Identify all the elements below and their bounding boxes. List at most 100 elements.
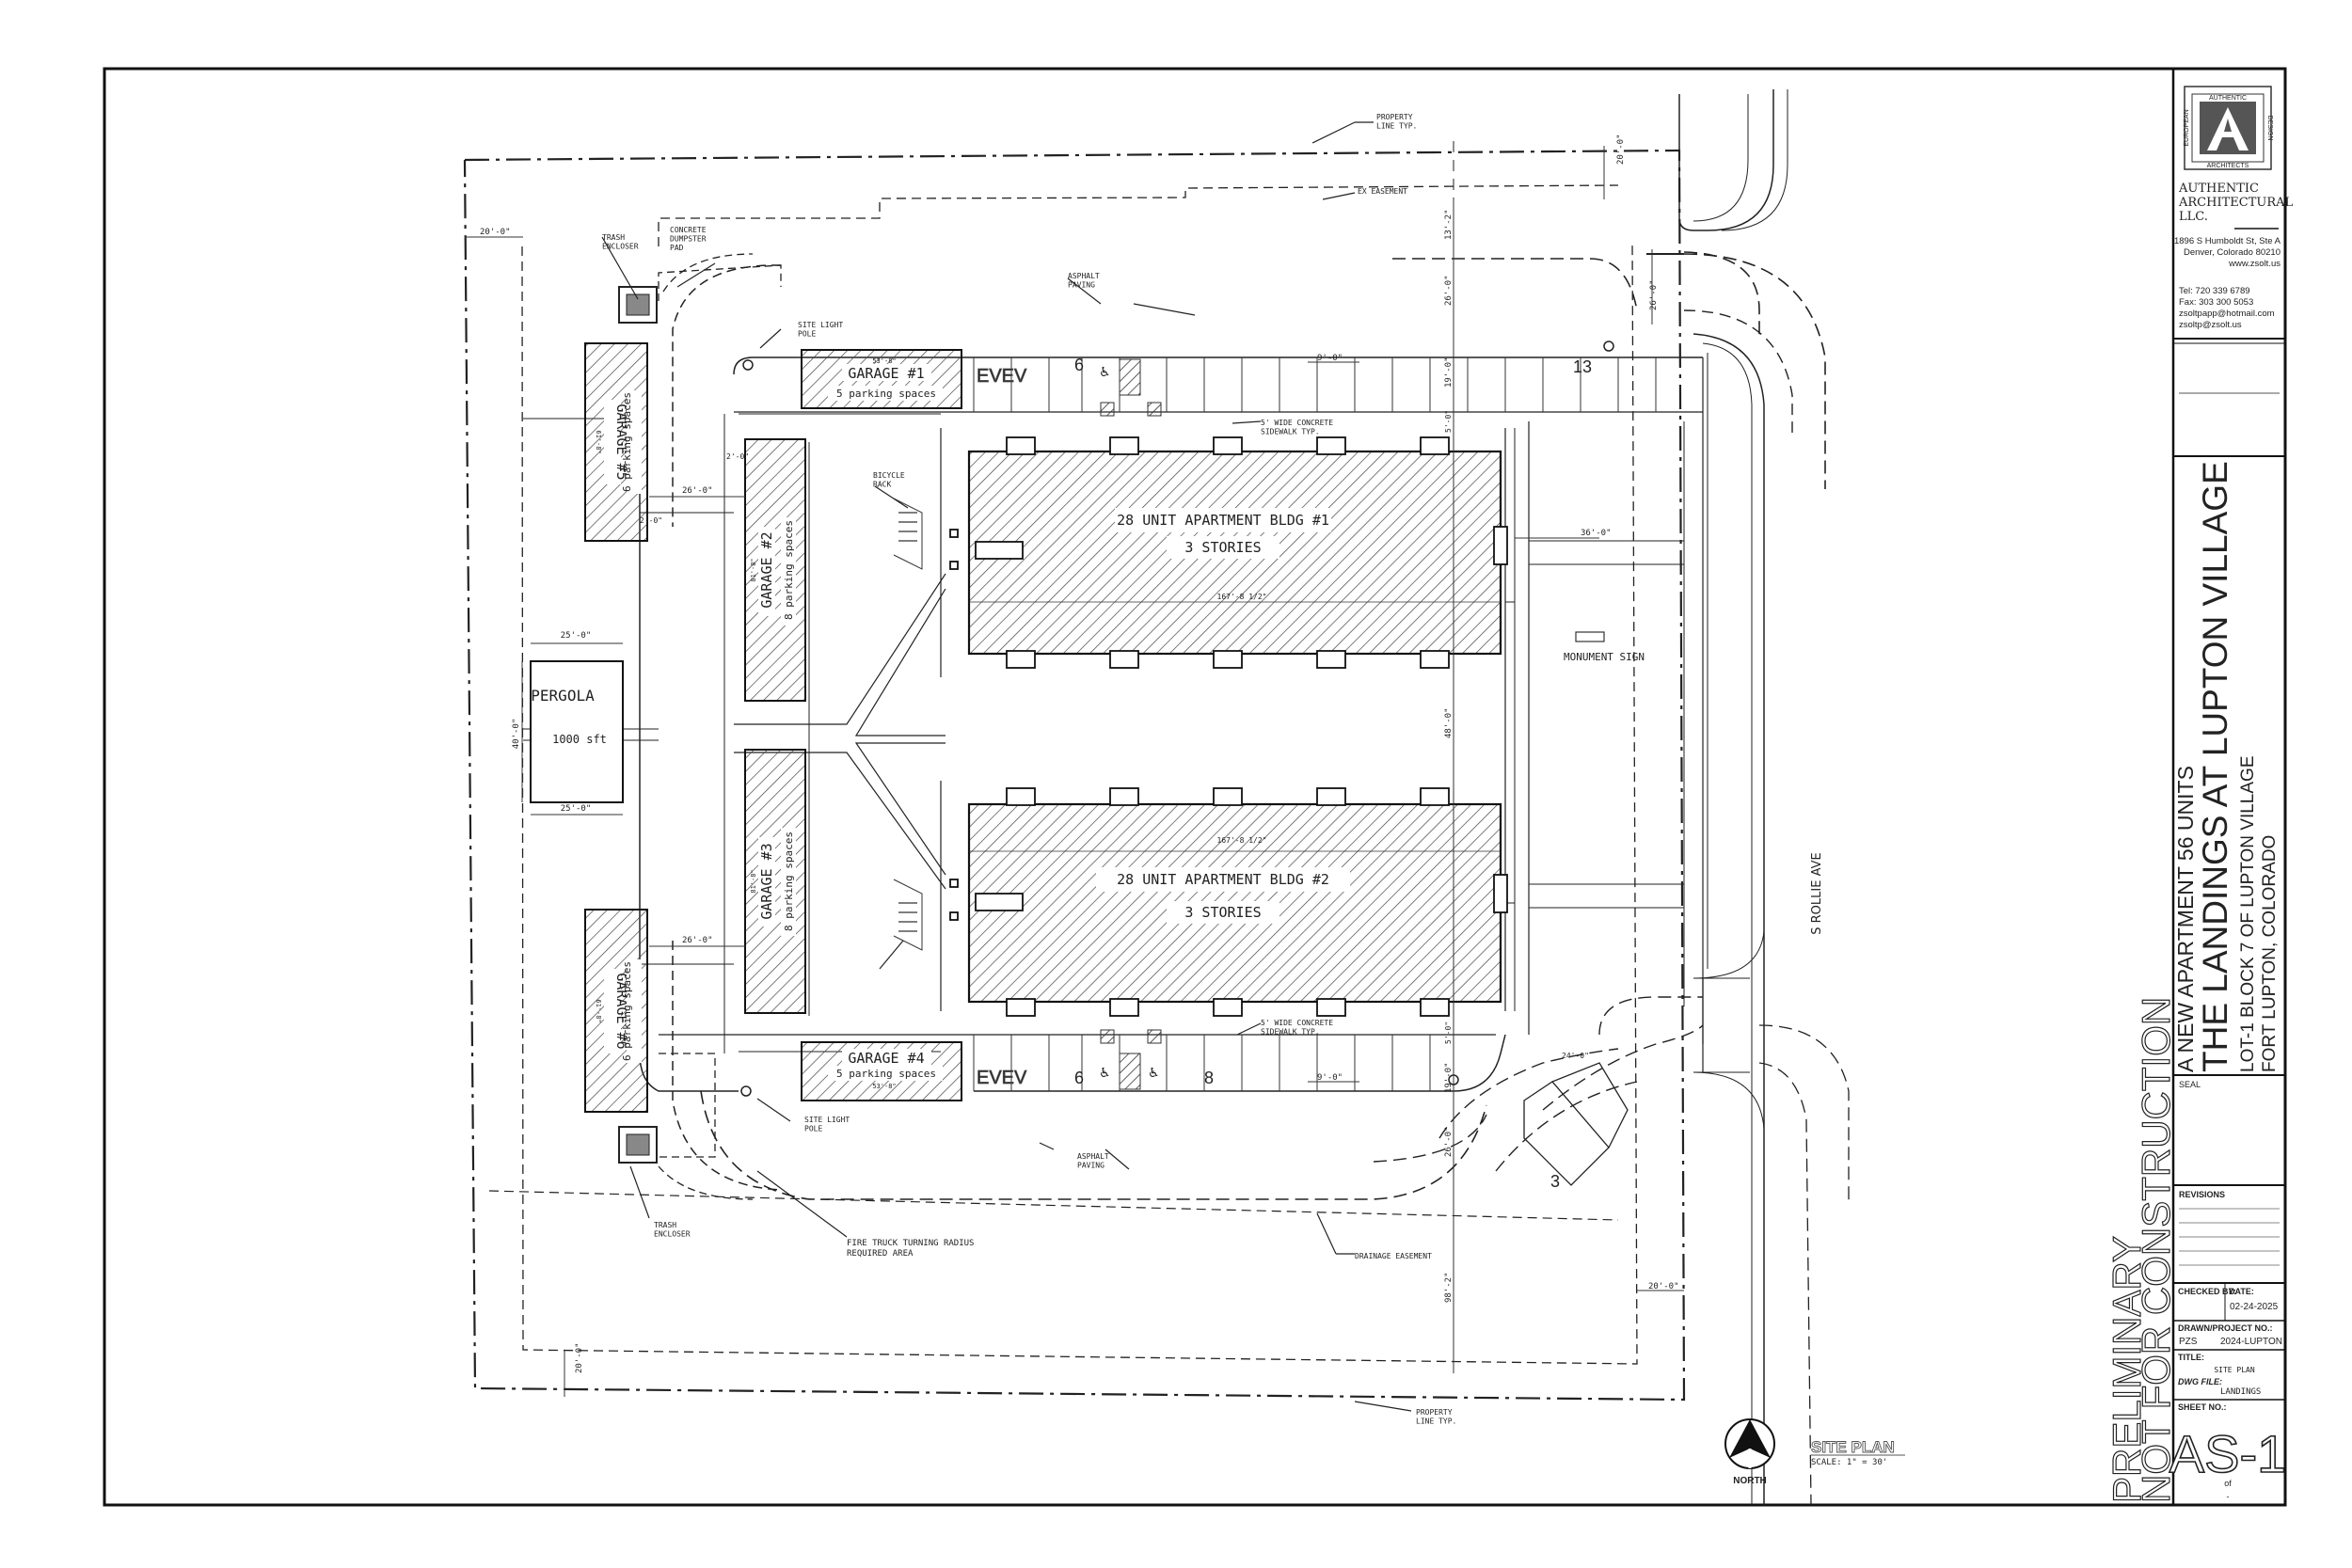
property-line: [463, 149, 1686, 1402]
garage5-sub: 6 parking spaces: [621, 392, 633, 492]
firm-name-3: LLC.: [2179, 210, 2208, 224]
sheet-of-total: -: [2227, 1492, 2230, 1501]
drainage-easement-line: [488, 1190, 1619, 1221]
firm-name-1: AUTHENTIC: [2178, 182, 2259, 196]
sheet-number: AS-1: [2169, 1424, 2287, 1483]
dim-20-top: 20'-0": [1616, 134, 1626, 165]
project-subtitle: A NEW APARTMENT 56 UNITS: [2173, 766, 2198, 1072]
project-lot: LOT-1 BLOCK 7 OF LUPTON VILLAGE: [2238, 756, 2258, 1073]
site-light-right: [1603, 341, 1614, 352]
pergola-area: 1000 sft: [552, 733, 607, 746]
garage-4: GARAGE #4 5 parking spaces 53'-8": [801, 1041, 962, 1101]
ada-icon-top: ♿: [1099, 365, 1111, 380]
stall-count-bottom-8: 8: [1204, 1069, 1214, 1087]
dim-20-right-bottom: 20'-0": [1648, 1282, 1679, 1291]
dim-5-bottom: 5'-0": [1444, 1022, 1453, 1044]
stall-count-bottom-6: 6: [1074, 1069, 1084, 1087]
firm-address-1: 1896 S Humboldt St, Ste A: [2174, 236, 2281, 246]
sheet-of: of: [2224, 1479, 2232, 1488]
firm-fax: Fax: 303 300 5053: [2179, 297, 2253, 308]
svg-text:53'-8": 53'-8": [872, 1083, 896, 1090]
svg-text:40'-0": 40'-0": [512, 719, 521, 750]
dim-20-left: 20'-0": [480, 228, 511, 237]
stall-count-top-13: 13: [1573, 357, 1592, 376]
garage-5: GARAGE #5 6 parking spaces 61'-8": [584, 342, 648, 542]
svg-text:61'-8": 61'-8": [595, 999, 602, 1022]
dim-2-top: 2'-0": [726, 452, 749, 461]
garage1-sub: 5 parking spaces: [836, 388, 936, 400]
parking-stalls-top: [973, 357, 1657, 412]
site-light-top: [742, 359, 754, 371]
note-ex-easement: EX EASEMENT: [1358, 187, 1407, 196]
dim-9-top: 9'-0": [1317, 354, 1343, 363]
title-label: TITLE:: [2178, 1353, 2204, 1362]
garage-1: GARAGE #1 5 parking spaces 53'-8": [801, 349, 962, 409]
svg-text:EUROPEAN: EUROPEAN: [2184, 109, 2190, 146]
stamp-not-for-construction: NOT FOR CONSTRUCTION: [2134, 997, 2178, 1503]
svg-text:81'-8": 81'-8": [750, 558, 757, 581]
date-value: 02-24-2025: [2230, 1302, 2279, 1312]
dim-26-top: 26'-0": [1444, 275, 1454, 306]
monument-sign-label: MONUMENT SIGN: [1564, 651, 1645, 663]
dim-2-bottom: 2'-0": [640, 516, 662, 525]
monument-sign-symbol: [1575, 631, 1605, 642]
garage-3: GARAGE #3 8 parking spaces 81'-8": [744, 749, 806, 1014]
trash-enclosure-bottom: [618, 1126, 658, 1164]
firm-web: www.zsolt.us: [2228, 259, 2280, 269]
dim-19-top: 19'-0": [1444, 356, 1454, 388]
svg-text:DESIGN: DESIGN: [2266, 116, 2273, 141]
ada-stall-bottom: [1119, 1053, 1141, 1090]
bldg2-stories: 3 STORIES: [1184, 904, 1261, 921]
garage3-sub: 8 parking spaces: [783, 832, 795, 931]
pergola-label: PERGOLA: [531, 687, 595, 705]
pergola: PERGOLA 1000 sft 25'-0" 25'-0" 40'-0": [512, 631, 624, 816]
dwg-file-value: LANDINGS: [2220, 1387, 2261, 1397]
svg-text:61'-8": 61'-8": [595, 430, 602, 453]
dim-26-garage6: 26'-0": [682, 936, 713, 945]
fire-truck-radius-bottom: [700, 1090, 1487, 1200]
dim-13: 13'-2": [1444, 209, 1454, 240]
ev-label-top: EVEV: [977, 366, 1027, 387]
parking-stalls-bottom: [973, 1035, 1431, 1091]
garage2-sub: 8 parking spaces: [783, 520, 795, 620]
dim-26-garage5: 26'-0": [682, 486, 713, 496]
firm-logo: AUTHENTIC ARCHITECTS DESIGN EUROPEAN: [2184, 86, 2273, 170]
dwg-file-label: DWG FILE:: [2178, 1377, 2222, 1386]
garage2-label: GARAGE #2: [758, 531, 775, 608]
ada-stall-top: [1119, 358, 1141, 396]
project-city: FORT LUPTON, COLORADO: [2260, 835, 2280, 1072]
garage4-label: GARAGE #4: [848, 1050, 924, 1067]
dim-26-bottom: 26'-0": [1444, 1126, 1454, 1157]
firm-email-1: zsoltpapp@hotmail.com: [2179, 309, 2275, 319]
ex-easement-line: [658, 184, 1619, 246]
garage5-label: GARAGE #5: [613, 404, 630, 480]
bicycle-rack-bottom: [893, 879, 923, 951]
garage1-label: GARAGE #1: [848, 365, 924, 382]
project-title: THE LANDINGS AT LUPTON VILLAGE: [2196, 461, 2234, 1072]
garage6-sub: 6 parking spaces: [621, 961, 633, 1061]
drawn-project-label: DRAWN/PROJECT NO.:: [2178, 1323, 2273, 1333]
title-value: SITE PLAN: [2214, 1366, 2255, 1374]
north-label: NORTH: [1733, 1476, 1767, 1486]
apartment-building-2: 28 UNIT APARTMENT BLDG #2 3 STORIES 167'…: [949, 787, 1508, 1017]
date-label: DATE:: [2229, 1287, 2254, 1296]
svg-text:25'-0": 25'-0": [561, 631, 592, 641]
drawn-by: PZS: [2179, 1337, 2198, 1347]
site-light-bottom: [740, 1085, 752, 1097]
street-name: S ROLLIE AVE: [1810, 852, 1824, 934]
seal-label: SEAL: [2179, 1080, 2201, 1089]
sheet-border: [103, 67, 2287, 1507]
title-block: AUTHENTIC ARCHITECTS DESIGN EUROPEAN AUT…: [2169, 86, 2294, 1501]
dim-19-bottom: 19'-0": [1444, 1062, 1454, 1093]
ada-icon-bottom-2: ♿: [1148, 1066, 1160, 1081]
firm-name-2: ARCHITECTURAL: [2178, 196, 2294, 210]
